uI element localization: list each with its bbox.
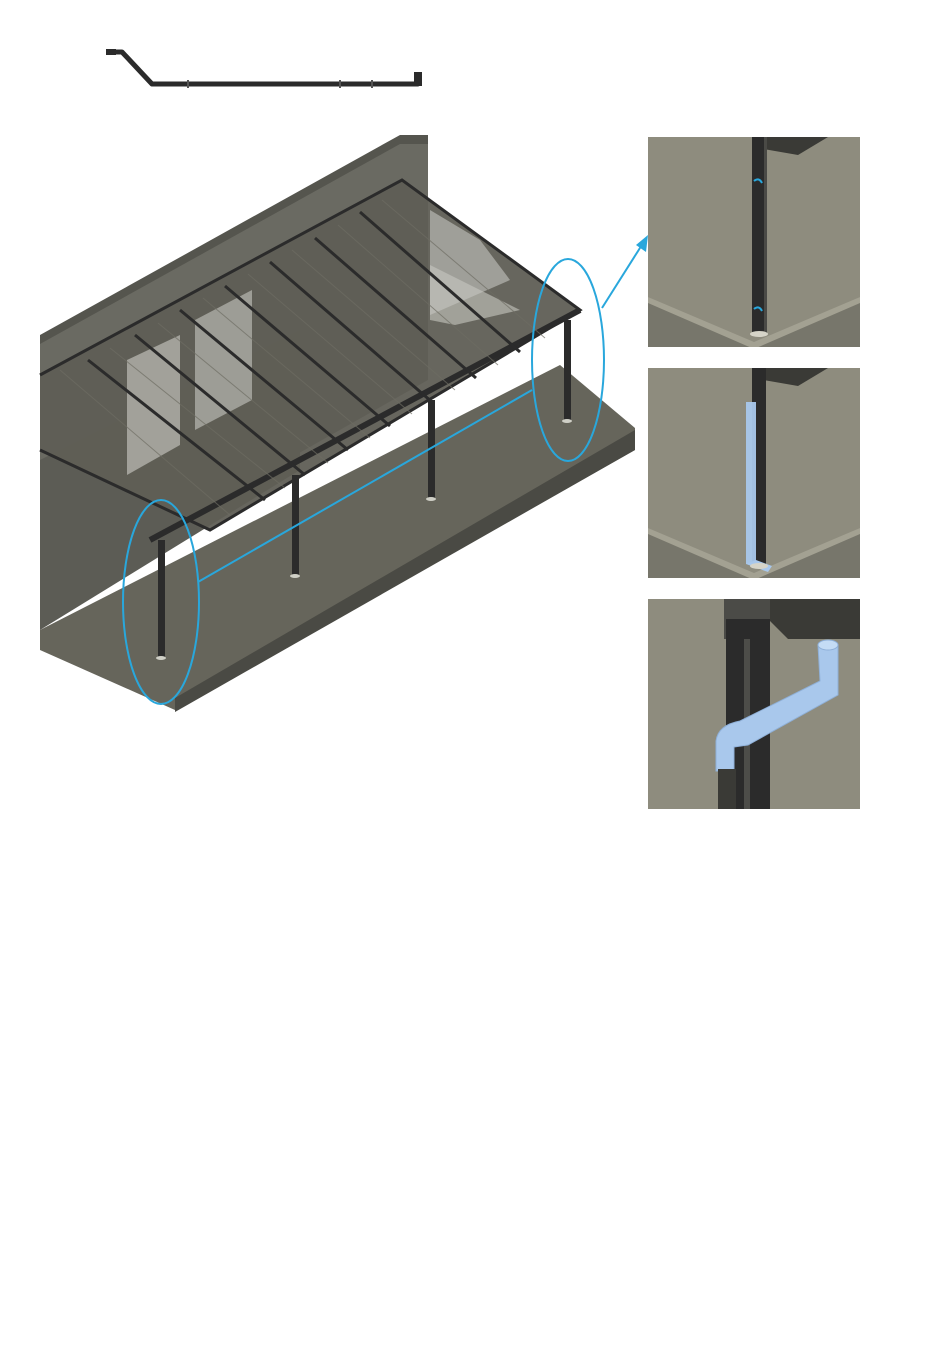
detail-2-footing xyxy=(750,563,768,569)
veranda-overview-svg xyxy=(0,130,650,730)
detail-panel-3 xyxy=(648,599,860,809)
post-4 xyxy=(564,320,571,420)
downpipe-part-shape xyxy=(108,52,418,84)
post-1 xyxy=(158,540,165,658)
callout-arrow-line xyxy=(602,240,645,308)
downpipe-part-svg xyxy=(100,40,430,100)
downpipe-part-illustration xyxy=(100,40,430,100)
detail-3-downpipe-lower xyxy=(718,769,736,809)
detail-panel-3-svg xyxy=(648,599,860,809)
detail-panel-2 xyxy=(648,368,860,578)
downpipe-part-top-cap xyxy=(106,49,116,55)
detail-2-downpipe-highlight xyxy=(746,402,756,564)
detail-1-post xyxy=(752,137,766,333)
detail-panel-1 xyxy=(648,137,860,347)
detail-panel-2-svg xyxy=(648,368,860,578)
detail-1-footing xyxy=(750,331,768,337)
downpipe-part-bottom-cap xyxy=(414,72,422,86)
detail-3-downpipe-top xyxy=(818,640,838,650)
detail-1-post-edge xyxy=(764,137,767,333)
arrow-head xyxy=(636,235,648,252)
veranda-overview xyxy=(0,130,650,730)
detail-panel-1-svg xyxy=(648,137,860,347)
